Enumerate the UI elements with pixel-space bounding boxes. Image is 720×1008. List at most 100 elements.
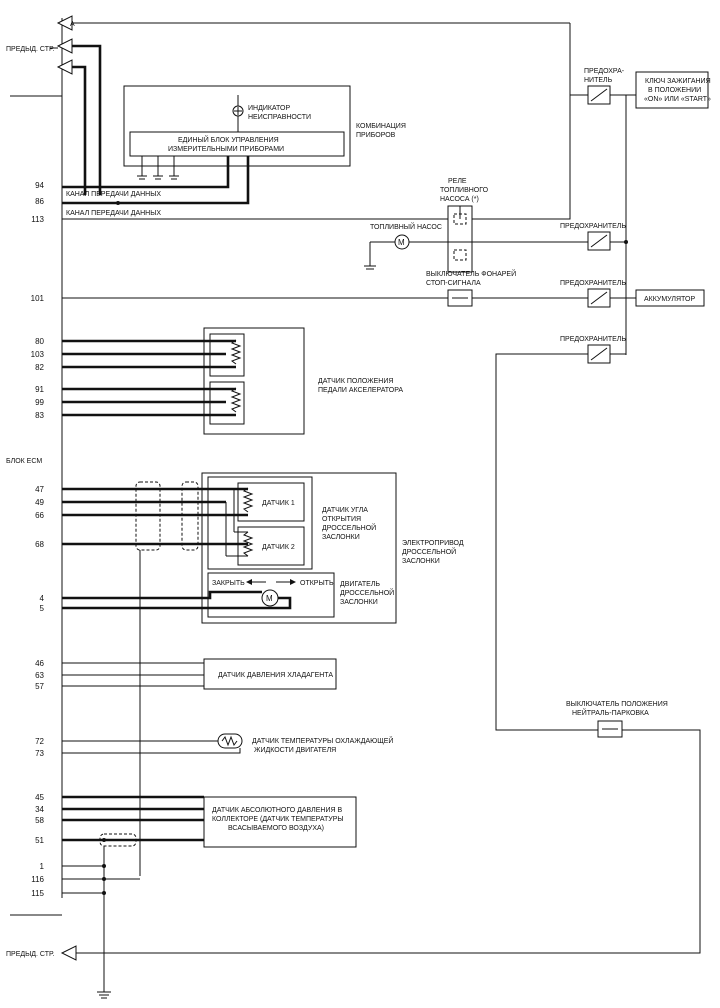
fuse-1-label-1: ПРЕДОХРА- (584, 68, 625, 75)
data-channel-label-1: КАНАЛ ПЕРЕДАЧИ ДАННЫХ (66, 191, 161, 198)
throttle-drive-label-2: ДРОССЕЛЬНОЙ (402, 547, 456, 556)
fuse-2-label: ПРЕДОХРАНИТЕЛЬ (560, 223, 626, 230)
pin-34: 34 (35, 805, 44, 814)
pin-51: 51 (35, 836, 44, 845)
throttle-sensor2-label: ДАТЧИК 2 (262, 544, 295, 551)
fuse-1 (587, 85, 611, 105)
throttle-motor-label-1: ДВИГАТЕЛЬ (340, 581, 380, 588)
pedal-sensor-label-2: ПЕДАЛИ АКСЕЛЕРАТОРА (318, 387, 403, 394)
pin-58: 58 (35, 816, 44, 825)
pin-63: 63 (35, 671, 44, 680)
pin-83: 83 (35, 411, 44, 420)
pin-68: 68 (35, 540, 44, 549)
pin-73: 73 (35, 749, 44, 758)
fuse-2 (587, 231, 611, 251)
ignition-label-2: В ПОЛОЖЕНИИ (648, 87, 701, 94)
fuse-3 (587, 288, 611, 308)
pin-82: 82 (35, 363, 44, 372)
throttle-drive-label-1: ЭЛЕКТРОПРИВОД (402, 540, 464, 547)
ignition-label-3: «ON» ИЛИ «START» (644, 96, 711, 103)
pin-116: 116 (31, 875, 44, 884)
connector-top-label: ПРЕДЫД. СТР. (6, 46, 54, 53)
refrigerant-pressure-sensor: ДАТЧИК ДАВЛЕНИЯ ХЛАДАГЕНТА (203, 658, 337, 690)
throttle-angle-label-3: ДРОССЕЛЬНОЙ (322, 523, 376, 532)
neutral-switch-label-1: ВЫКЛЮЧАТЕЛЬ ПОЛОЖЕНИЯ (566, 701, 668, 708)
map-label-3: ВСАСЫВАЕМОГО ВОЗДУХА) (228, 825, 324, 832)
throttle-motor-icon: M (261, 589, 279, 607)
pin-57: 57 (35, 682, 44, 691)
battery-label: АККУМУЛЯТОР (644, 296, 695, 303)
svg-text:A: A (70, 21, 75, 28)
relay-label-2: ТОПЛИВНОГО (440, 187, 489, 194)
shield-cable (135, 481, 199, 551)
pin-66: 66 (35, 511, 44, 520)
ground-icon (364, 265, 376, 270)
throttle-motor-label-3: ЗАСЛОНКИ (340, 599, 378, 606)
coolant-label-2: ЖИДКОСТИ ДВИГАТЕЛЯ (254, 747, 336, 754)
throttle-angle-label-1: ДАТЧИК УГЛА (322, 507, 368, 514)
neutral-switch-label-2: НЕЙТРАЛЬ-ПАРКОВКА (572, 708, 649, 717)
svg-text:M: M (398, 238, 405, 247)
pin-80: 80 (35, 337, 44, 346)
brake-switch-label-1: ВЫКЛЮЧАТЕЛЬ ФОНАРЕЙ (426, 269, 516, 278)
ignition-label-1: КЛЮЧ ЗАЖИГАНИЯ (645, 78, 711, 85)
cluster-title-2: ПРИБОРОВ (356, 132, 396, 139)
throttle-drive-label-3: ЗАСЛОНКИ (402, 558, 440, 565)
pin-45: 45 (35, 793, 44, 802)
pin-113: 113 (31, 215, 44, 224)
ecm-block-label: БЛОК ECM (6, 458, 42, 465)
fuse-3-label: ПРЕДОХРАНИТЕЛЬ (560, 280, 626, 287)
pin-94: 94 (35, 181, 44, 190)
cluster-title-1: КОМБИНАЦИЯ (356, 123, 406, 130)
arrow-right-icon (276, 579, 296, 585)
meter-control-unit (129, 131, 345, 157)
data-channel-label-2: КАНАЛ ПЕРЕДАЧИ ДАННЫХ (66, 210, 161, 217)
close-label: ЗАКРЫТЬ (212, 580, 245, 587)
fuel-pump-motor-icon: M (394, 234, 410, 250)
pedal-sensor-box (203, 327, 305, 435)
pin-72: 72 (35, 737, 44, 746)
ac-sensor-label: ДАТЧИК ДАВЛЕНИЯ ХЛАДАГЕНТА (218, 672, 333, 679)
fuse-4-label: ПРЕДОХРАНИТЕЛЬ (560, 336, 626, 343)
pin-115: 115 (31, 889, 44, 898)
throttle-angle-label-2: ОТКРЫТИЯ (322, 516, 361, 523)
pin-86: 86 (35, 197, 44, 206)
throttle-angle-label-4: ЗАСЛОНКИ (322, 534, 360, 541)
ground-icon (137, 156, 179, 180)
pin-91: 91 (35, 385, 44, 394)
open-label: ОТКРЫТЬ (300, 580, 334, 587)
pin-99: 99 (35, 398, 44, 407)
fuse-1-label-2: НИТЕЛЬ (584, 77, 613, 84)
ground-icon (97, 991, 111, 999)
control-unit-label-1: ЕДИНЫЙ БЛОК УПРАВЛЕНИЯ (178, 135, 279, 144)
fuel-pump-label: ТОПЛИВНЫЙ НАСОС (370, 222, 442, 231)
pedal-sensor-label-1: ДАТЧИК ПОЛОЖЕНИЯ (318, 378, 393, 385)
prev-page-connector-bottom[interactable] (60, 945, 77, 961)
pin-47: 47 (35, 485, 44, 494)
arrow-left-icon (246, 579, 266, 585)
pin-5: 5 (40, 604, 45, 613)
ecm-pin-labels: 94 86 113 101 80 103 82 91 99 83 47 49 6… (31, 181, 45, 898)
map-sensor-box: ДАТЧИК АБСОЛЮТНОГО ДАВЛЕНИЯ В КОЛЛЕКТОРЕ… (203, 796, 357, 848)
map-label-2: КОЛЛЕКТОРЕ (ДАТЧИК ТЕМПЕРАТУРЫ (212, 816, 344, 823)
relay-label-1: РЕЛЕ (448, 178, 467, 185)
fuse-4 (587, 344, 611, 364)
throttle-sensor1-label: ДАТЧИК 1 (262, 500, 295, 507)
pin-101: 101 (31, 294, 45, 303)
pin-4: 4 (40, 594, 45, 603)
control-unit-label-2: ИЗМЕРИТЕЛЬНЫМИ ПРИБОРАМИ (168, 146, 284, 153)
brake-switch-label-2: СТОП-СИГНАЛА (426, 280, 481, 287)
ignition-switch-box: КЛЮЧ ЗАЖИГАНИЯ В ПОЛОЖЕНИИ «ON» ИЛИ «STA… (635, 71, 711, 109)
instrument-cluster: ИНДИКАТОР НЕИСПРАВНОСТИ ЕДИНЫЙ БЛОК УПРА… (123, 85, 351, 180)
relay-label-3: НАСОСА (*) (440, 196, 479, 203)
indicator-label-2: НЕИСПРАВНОСТИ (248, 114, 311, 121)
pin-103: 103 (31, 350, 45, 359)
pin-49: 49 (35, 498, 44, 507)
svg-text:M: M (266, 594, 273, 603)
coolant-temp-sensor-icon (217, 733, 243, 749)
pin-46: 46 (35, 659, 44, 668)
brake-light-switch (447, 289, 473, 307)
connector-bottom-label: ПРЕДЫД. СТР. (6, 951, 54, 958)
throttle-motor-label-2: ДРОССЕЛЬНОЙ (340, 588, 394, 597)
